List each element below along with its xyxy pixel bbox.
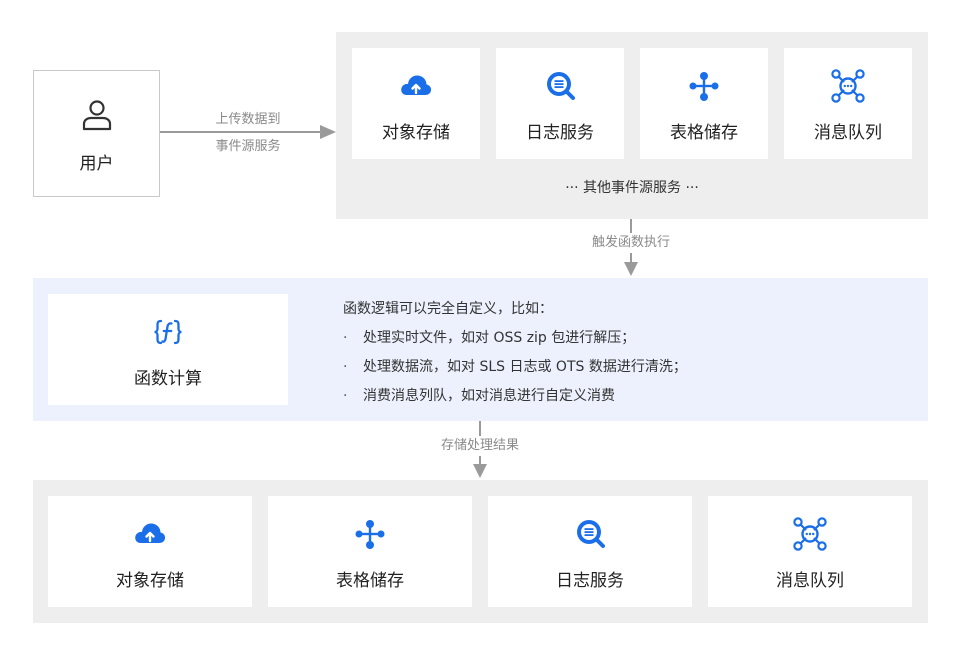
other-sources-label: ··· 其他事件源服务 ··· bbox=[565, 180, 699, 196]
event-source-card-ots: 表格储存 bbox=[640, 48, 768, 159]
upload-label-line2: 事件源服务 bbox=[196, 137, 300, 157]
description-bullet-item: · 处理实时文件，如对 OSS zip 包进行解压； bbox=[343, 324, 687, 353]
card-label: 消息队列 bbox=[776, 571, 844, 591]
trigger-label: 触发函数执行 bbox=[571, 233, 691, 253]
result-card-sls: 日志服务 bbox=[488, 496, 692, 607]
table-store-icon bbox=[686, 68, 722, 104]
card-label: 表格储存 bbox=[670, 123, 738, 143]
card-label: 对象存储 bbox=[116, 571, 184, 591]
trigger-arrow-head bbox=[624, 262, 638, 276]
card-label: 表格储存 bbox=[336, 571, 404, 591]
log-search-icon bbox=[542, 68, 578, 104]
function-braces-icon bbox=[150, 314, 186, 350]
description-bullet-item: · 消费消息列队，如对消息进行自定义消费 bbox=[343, 382, 687, 411]
function-compute-panel: 函数计算 函数逻辑可以完全自定义，比如： · 处理实时文件，如对 OSS zip … bbox=[33, 278, 928, 421]
card-label: 日志服务 bbox=[556, 571, 624, 591]
description-bullet-text: 处理实时文件，如对 OSS zip 包进行解压； bbox=[363, 330, 636, 346]
upload-label-line1: 上传数据到 bbox=[196, 110, 300, 130]
result-card-mq: 消息队列 bbox=[708, 496, 912, 607]
function-compute-label: 函数计算 bbox=[134, 369, 202, 389]
message-queue-icon bbox=[792, 516, 828, 552]
user-node: 用户 bbox=[33, 70, 160, 197]
event-source-card-sls: 日志服务 bbox=[496, 48, 624, 159]
result-card-oss: 对象存储 bbox=[48, 496, 252, 607]
card-label: 对象存储 bbox=[382, 123, 450, 143]
store-arrow-head bbox=[473, 464, 487, 478]
function-compute-card: 函数计算 bbox=[48, 294, 288, 405]
store-label: 存储处理结果 bbox=[420, 436, 540, 456]
cloud-upload-icon bbox=[398, 68, 434, 104]
event-sources-panel: 对象存储 日志服务 表格储存 消息队列 ··· 其他事件源服务 ··· bbox=[336, 32, 928, 219]
description-bullet-text: 处理数据流，如对 SLS 日志或 OTS 数据进行清洗； bbox=[363, 359, 687, 375]
log-search-icon bbox=[572, 516, 608, 552]
description-bullet-text: 消费消息列队，如对消息进行自定义消费 bbox=[363, 388, 615, 404]
upload-arrow-line bbox=[160, 131, 324, 133]
message-queue-icon bbox=[830, 68, 866, 104]
bullet-dot: · bbox=[343, 359, 348, 375]
upload-arrow-head bbox=[320, 125, 336, 139]
card-label: 日志服务 bbox=[526, 123, 594, 143]
result-targets-panel: 对象存储 表格储存 日志服务 消息队列 bbox=[33, 480, 928, 623]
result-card-ots: 表格储存 bbox=[268, 496, 472, 607]
cloud-upload-icon bbox=[132, 516, 168, 552]
user-icon bbox=[79, 97, 115, 133]
function-description: 函数逻辑可以完全自定义，比如： · 处理实时文件，如对 OSS zip 包进行解压… bbox=[343, 295, 687, 411]
bullet-dot: · bbox=[343, 330, 348, 346]
event-source-card-mq: 消息队列 bbox=[784, 48, 912, 159]
table-store-icon bbox=[352, 516, 388, 552]
description-title: 函数逻辑可以完全自定义，比如： bbox=[343, 301, 553, 317]
description-bullet-item: · 处理数据流，如对 SLS 日志或 OTS 数据进行清洗； bbox=[343, 353, 687, 382]
bullet-dot: · bbox=[343, 388, 348, 404]
card-label: 消息队列 bbox=[814, 123, 882, 143]
event-source-card-oss: 对象存储 bbox=[352, 48, 480, 159]
user-label: 用户 bbox=[79, 154, 114, 174]
